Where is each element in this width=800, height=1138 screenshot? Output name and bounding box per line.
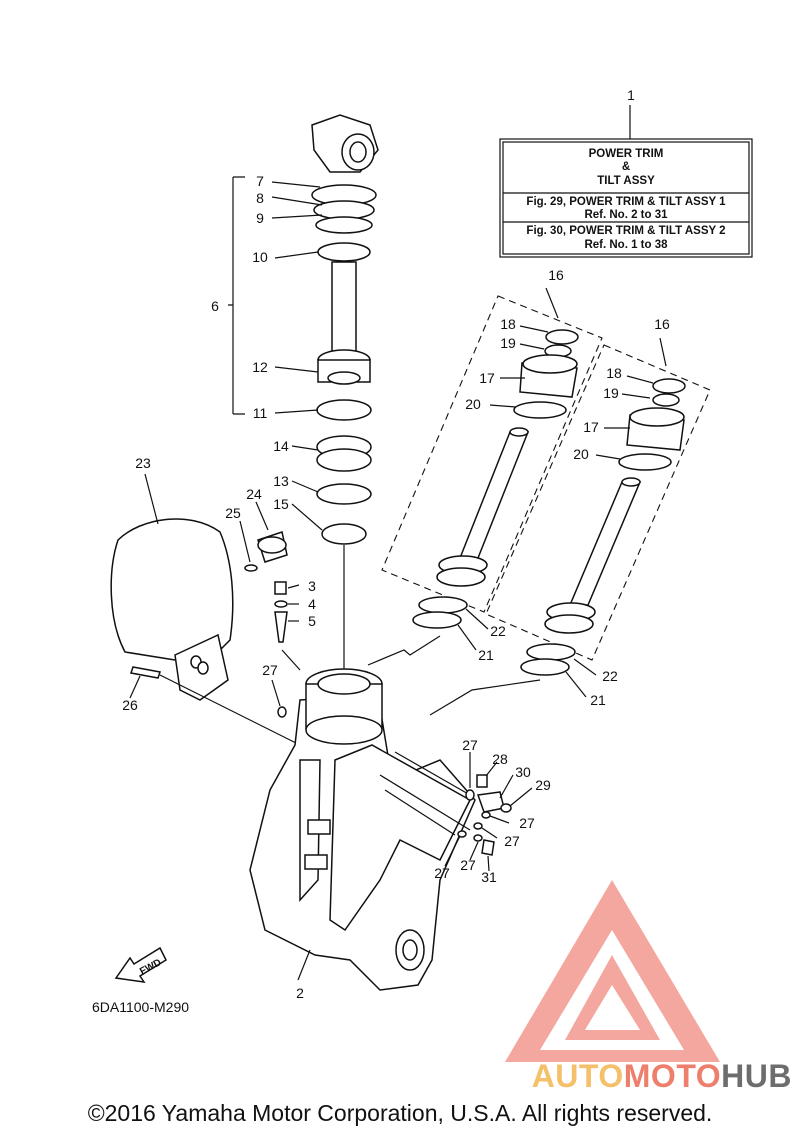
callout-28: 28 (492, 751, 508, 767)
callout-29: 29 (535, 777, 551, 793)
trim-ram-group-left (381, 287, 603, 613)
box-line-1: POWER TRIM (589, 148, 664, 160)
callout-21-left: 21 (478, 647, 494, 663)
drawing-code: 6DA1100-M290 (92, 999, 189, 1015)
box-line-4: Fig. 29, POWER TRIM & TILT ASSY 1 (526, 196, 726, 208)
small-parts (129, 501, 301, 746)
callout-6: 6 (211, 298, 219, 314)
watermark-logo-text: AUTOMOTOHUB (470, 1058, 792, 1095)
callout-27-f: 27 (460, 857, 476, 873)
callout-25: 25 (225, 505, 241, 521)
callout-17-left: 17 (479, 370, 495, 386)
callout-11: 11 (253, 405, 268, 421)
callout-22-right: 22 (602, 668, 618, 684)
callout-27-c: 27 (519, 815, 535, 831)
callout-21-right: 21 (590, 692, 606, 708)
box-line-5: Ref. No. 2 to 31 (584, 209, 668, 221)
callout-1: 1 (627, 87, 635, 103)
callout-18-left: 18 (500, 316, 516, 332)
callout-23: 23 (135, 455, 151, 471)
callout-10: 10 (252, 249, 268, 265)
callout-18-right: 18 (606, 365, 622, 381)
callout-8: 8 (256, 190, 264, 206)
box-line-2: & (622, 161, 630, 173)
callout-19-right: 19 (603, 385, 619, 401)
callout-4: 4 (308, 596, 316, 612)
valve-parts (379, 751, 533, 872)
callout-27-e: 27 (434, 865, 450, 881)
watermark-part-2: MOTO (623, 1058, 722, 1094)
callout-22-left: 22 (490, 623, 506, 639)
callout-2: 2 (296, 985, 304, 1001)
box-line-3: TILT ASSY (597, 175, 655, 187)
callout-9: 9 (256, 210, 264, 226)
callout-20-left: 20 (465, 396, 481, 412)
watermark-part-1: AUTO (531, 1058, 624, 1094)
watermark-part-3: HUB (721, 1058, 792, 1094)
callout-7: 7 (256, 173, 264, 189)
callout-15: 15 (273, 496, 289, 512)
callout-labels: 2 3 4 5 6 7 8 9 10 11 12 13 14 15 16 16 … (122, 173, 670, 1001)
callout-31: 31 (481, 869, 497, 885)
callout-27-b: 27 (462, 737, 478, 753)
callout-19-left: 19 (500, 335, 516, 351)
tilt-ram-assembly (228, 114, 379, 680)
fwd-arrow-icon: FWD (114, 946, 167, 983)
callout-16-right: 16 (654, 316, 670, 332)
callout-17-right: 17 (583, 419, 599, 435)
box-line-7: Ref. No. 1 to 38 (584, 239, 668, 251)
copyright-notice: ©2016 Yamaha Motor Corporation, U.S.A. A… (87, 1100, 713, 1126)
main-housing (249, 668, 476, 991)
callout-30: 30 (515, 764, 531, 780)
callout-27-d: 27 (504, 833, 520, 849)
callout-16-left: 16 (548, 267, 564, 283)
electric-motor (110, 473, 234, 701)
callout-20-right: 20 (573, 446, 589, 462)
box-line-6: Fig. 30, POWER TRIM & TILT ASSY 2 (526, 225, 725, 237)
callout-24: 24 (246, 486, 262, 502)
callout-27-a: 27 (262, 662, 278, 678)
trim-ram-group-right (485, 337, 711, 661)
info-box: 1 POWER TRIM & TILT ASSY Fig. 29, POWER … (499, 87, 753, 258)
callout-12: 12 (252, 359, 268, 375)
logo-triangle-icon (505, 880, 720, 1062)
callout-5: 5 (308, 613, 316, 629)
seal-rings (367, 596, 597, 716)
callout-14: 14 (273, 438, 289, 454)
callout-13: 13 (273, 473, 289, 489)
callout-26: 26 (122, 697, 138, 713)
callout-3: 3 (308, 578, 316, 594)
